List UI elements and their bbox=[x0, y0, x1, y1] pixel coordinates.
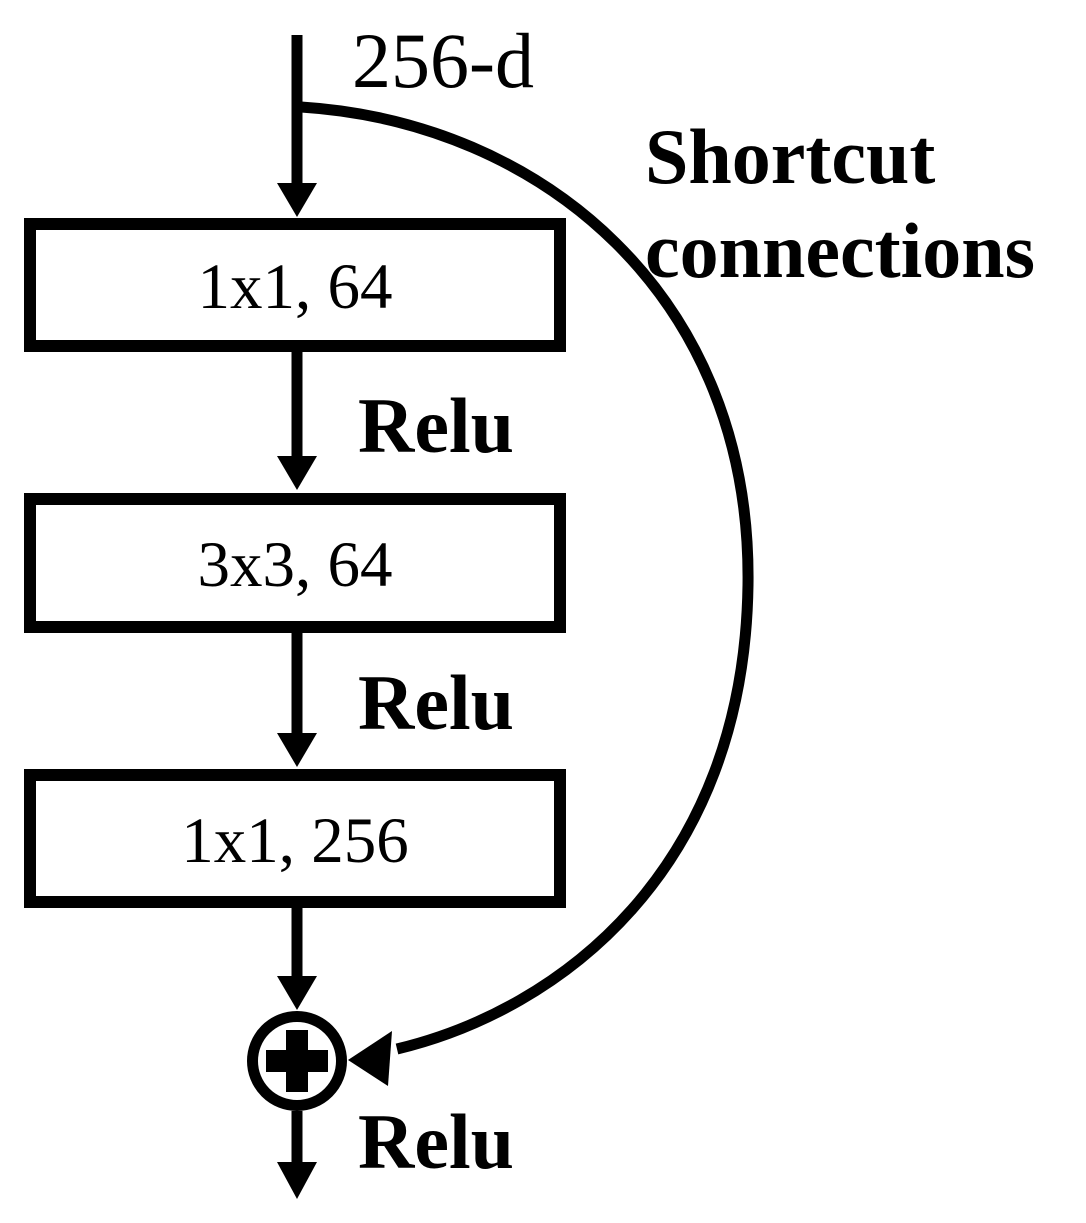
input-dim-label: 256-d bbox=[352, 17, 534, 104]
add-circle bbox=[247, 1011, 347, 1111]
conv-box-2 bbox=[24, 493, 566, 633]
relu-label-1: Relu bbox=[358, 382, 514, 469]
output-arrowhead-icon bbox=[277, 1162, 317, 1199]
conv-box-2-label: 3x3, 64 bbox=[198, 529, 393, 601]
plus-icon-vbar bbox=[286, 1030, 308, 1092]
relu-label-3: Relu bbox=[358, 1098, 514, 1185]
conv-box-3 bbox=[24, 769, 566, 908]
arrowhead-icon-2 bbox=[277, 733, 317, 767]
arrowhead-icon-3 bbox=[277, 976, 317, 1010]
shortcut-label-line2: connections bbox=[645, 207, 1035, 294]
conv-box-1 bbox=[24, 218, 566, 352]
relu-label-2: Relu bbox=[358, 659, 514, 746]
shortcut-label-line1: Shortcut bbox=[645, 113, 935, 200]
arrowhead-icon-1 bbox=[277, 456, 317, 490]
shortcut-arrowhead-icon bbox=[348, 1031, 392, 1086]
input-arrowhead-icon bbox=[277, 183, 317, 217]
conv-box-3-label: 1x1, 256 bbox=[181, 805, 409, 877]
conv-box-1-label: 1x1, 64 bbox=[198, 251, 393, 323]
plus-icon bbox=[266, 1030, 328, 1092]
shortcut-curve bbox=[300, 101, 754, 1055]
